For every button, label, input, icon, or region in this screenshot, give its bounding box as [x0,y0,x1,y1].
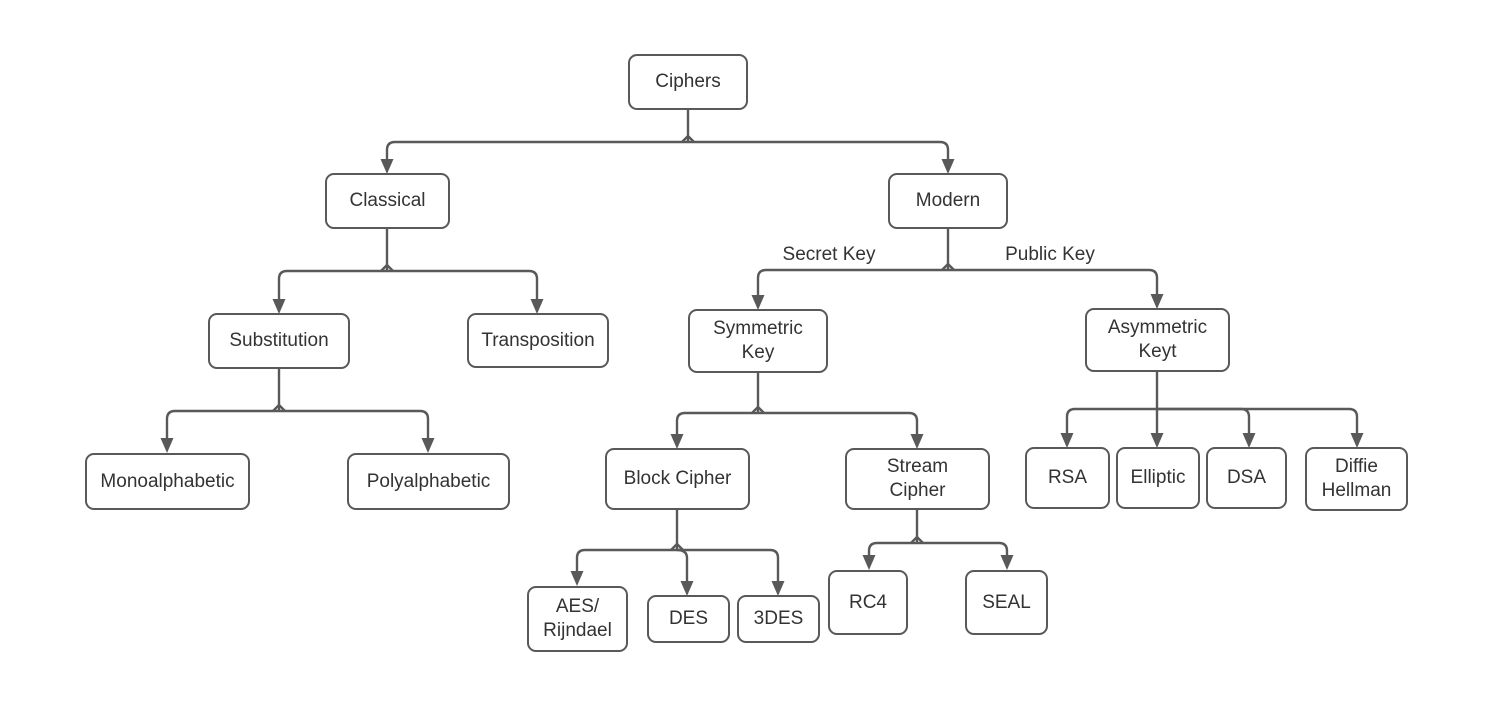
junction-stream [910,535,924,544]
edge-asymmetric-diffie [1157,407,1359,433]
arrowhead-polyalphabetic [421,438,435,453]
edge-label-secret-key[interactable]: Secret Key [779,244,879,266]
node-asymmetric-key[interactable]: Asymmetric Keyt [1085,308,1230,372]
arrowhead-modern [941,159,955,174]
node-aes-rijndael-label: AES/ Rijndael [543,596,612,641]
junction-symmetric [751,405,765,414]
edge-ciphers-classical [385,140,688,159]
edge-block-aes [575,548,677,571]
arrowhead-diffie-hellman [1350,433,1364,448]
junction-block [670,542,684,551]
arrowhead-asymmetric-key [1150,294,1164,309]
node-seal[interactable]: SEAL [965,570,1048,635]
node-elliptic[interactable]: Elliptic [1116,447,1200,509]
arrowhead-block-cipher [670,434,684,449]
node-rsa-label: RSA [1047,467,1088,489]
arrowhead-des [680,581,694,596]
node-diffie-hellman-label: Diffie Hellman [1321,456,1392,501]
node-rc4[interactable]: RC4 [828,570,908,635]
arrowhead-symmetric-key [751,295,765,310]
node-rsa[interactable]: RSA [1025,447,1110,509]
edge-block-3des [677,548,780,581]
node-3des-label: 3DES [753,608,804,630]
node-symmetric-key[interactable]: Symmetric Key [688,309,828,373]
node-classical[interactable]: Classical [325,173,450,229]
edge-stream-seal [917,541,1009,556]
edge-substitution-polyalphabetic [279,409,430,438]
node-stream-cipher-label: Stream Cipher [886,456,949,501]
edge-classical-transposition [387,269,539,299]
node-des-label: DES [668,608,709,630]
node-monoalphabetic-label: Monoalphabetic [100,470,235,492]
junction-classical [380,263,394,272]
node-substitution[interactable]: Substitution [208,313,350,369]
arrowhead-substitution [272,299,286,314]
edge-block-des [676,548,689,581]
node-transposition[interactable]: Transposition [467,313,609,368]
edge-classical-substitution [277,269,387,299]
node-monoalphabetic[interactable]: Monoalphabetic [85,453,250,510]
edge-ciphers-modern [688,140,950,159]
arrowhead-stream-cipher [910,434,924,449]
arrowhead-rc4 [862,555,876,570]
node-dsa[interactable]: DSA [1206,447,1287,509]
node-polyalphabetic[interactable]: Polyalphabetic [347,453,510,510]
node-polyalphabetic-label: Polyalphabetic [366,470,491,492]
edge-modern-asymmetric [948,268,1159,294]
arrowhead-3des [771,581,785,596]
arrowhead-dsa [1242,433,1256,448]
node-block-cipher[interactable]: Block Cipher [605,448,750,510]
node-ciphers[interactable]: Ciphers [628,54,748,110]
edge-stream-rc4 [867,541,917,556]
edge-symmetric-block [675,411,758,434]
node-seal-label: SEAL [982,591,1031,613]
edge-asymmetric-rsa [1065,407,1157,433]
node-ciphers-label: Ciphers [655,71,721,93]
node-modern-label: Modern [915,190,981,212]
arrowhead-seal [1000,555,1014,570]
node-aes-rijndael[interactable]: AES/ Rijndael [527,586,628,652]
node-transposition-label: Transposition [481,329,595,351]
node-3des[interactable]: 3DES [737,595,820,643]
edge-asymmetric-dsa [1157,407,1251,433]
node-elliptic-label: Elliptic [1130,467,1186,489]
node-rc4-label: RC4 [848,591,887,613]
arrowhead-rsa [1060,433,1074,448]
node-classical-label: Classical [349,190,426,212]
arrowhead-aes-rijndael [570,571,584,586]
edge-substitution-monoalphabetic [165,409,279,438]
node-asymmetric-key-label: Asymmetric Keyt [1107,317,1208,362]
junction-modern [941,262,955,271]
arrowhead-elliptic [1150,433,1164,448]
edge-modern-symmetric [756,268,948,295]
arrowhead-transposition [530,299,544,314]
edge-symmetric-stream [758,411,919,434]
arrowhead-classical [380,159,394,174]
junction-ciphers [681,134,695,143]
edge-label-public-key[interactable]: Public Key [1002,244,1098,266]
junction-substitution [272,403,286,412]
node-substitution-label: Substitution [229,330,329,352]
arrowhead-monoalphabetic [160,438,174,453]
node-modern[interactable]: Modern [888,173,1008,229]
node-stream-cipher[interactable]: Stream Cipher [845,448,990,510]
node-dsa-label: DSA [1226,467,1267,489]
node-block-cipher-label: Block Cipher [623,468,732,490]
node-diffie-hellman[interactable]: Diffie Hellman [1305,447,1408,511]
node-des[interactable]: DES [647,595,730,643]
node-symmetric-key-label: Symmetric Key [713,318,803,363]
